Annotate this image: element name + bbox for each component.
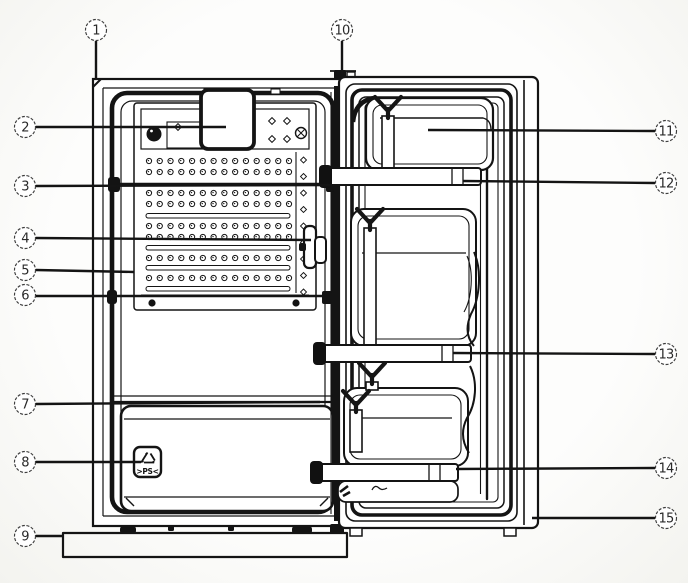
plate-screw-right bbox=[292, 299, 300, 307]
callout-number-5: 5 bbox=[21, 263, 29, 278]
callout-number-9: 9 bbox=[21, 529, 29, 544]
evaporator-plate bbox=[133, 88, 317, 311]
door-bin-top bbox=[364, 96, 495, 172]
cabinet-base bbox=[61, 524, 349, 559]
callout-4: 4 bbox=[13, 226, 312, 250]
callout-7: 7 bbox=[13, 392, 321, 416]
door-bottom-tabs bbox=[349, 527, 517, 537]
plate-side-bracket bbox=[299, 224, 327, 270]
callout-3: 3 bbox=[13, 174, 333, 198]
door bbox=[310, 70, 540, 537]
callout-number-6: 6 bbox=[21, 288, 29, 303]
crisper-drawer: >PS< bbox=[119, 404, 335, 513]
thermostat-knob bbox=[146, 126, 162, 142]
callout-number-1: 1 bbox=[92, 23, 100, 38]
callout-number-2: 2 bbox=[21, 120, 28, 135]
callout-number-10: 10 bbox=[335, 23, 350, 38]
callout-number-4: 4 bbox=[21, 231, 29, 246]
callout-number-8: 8 bbox=[21, 455, 29, 470]
callout-6: 6 bbox=[13, 283, 322, 307]
callout-8: 8 bbox=[13, 450, 141, 474]
callout-number-7: 7 bbox=[21, 397, 29, 412]
callout-13: 13 bbox=[452, 342, 678, 366]
plate-screw-left bbox=[148, 299, 156, 307]
callout-number-13: 13 bbox=[659, 347, 674, 362]
evaporator-holes bbox=[145, 116, 308, 296]
screw-head bbox=[294, 126, 308, 140]
callout-1: 1 bbox=[84, 18, 108, 78]
callout-14: 14 bbox=[455, 456, 678, 480]
bin-recycle-mark bbox=[371, 485, 388, 491]
callout-number-14: 14 bbox=[659, 461, 674, 476]
callout-11: 11 bbox=[427, 119, 678, 143]
callout-10: 10 bbox=[330, 18, 354, 74]
liner-corner bbox=[350, 95, 375, 123]
callout-2: 2 bbox=[13, 115, 226, 139]
callout-12: 12 bbox=[462, 171, 678, 195]
callout-number-12: 12 bbox=[659, 176, 674, 191]
ps-code-label: >PS< bbox=[136, 467, 158, 476]
callout-number-15: 15 bbox=[659, 511, 674, 526]
lamp-box bbox=[199, 88, 256, 151]
callout-5: 5 bbox=[13, 258, 135, 282]
base-plate bbox=[61, 531, 349, 559]
bin-rails bbox=[310, 165, 482, 484]
callout-number-11: 11 bbox=[659, 124, 674, 139]
callout-15: 15 bbox=[532, 506, 678, 530]
callout-9: 9 bbox=[13, 524, 64, 548]
callout-number-3: 3 bbox=[21, 179, 29, 194]
